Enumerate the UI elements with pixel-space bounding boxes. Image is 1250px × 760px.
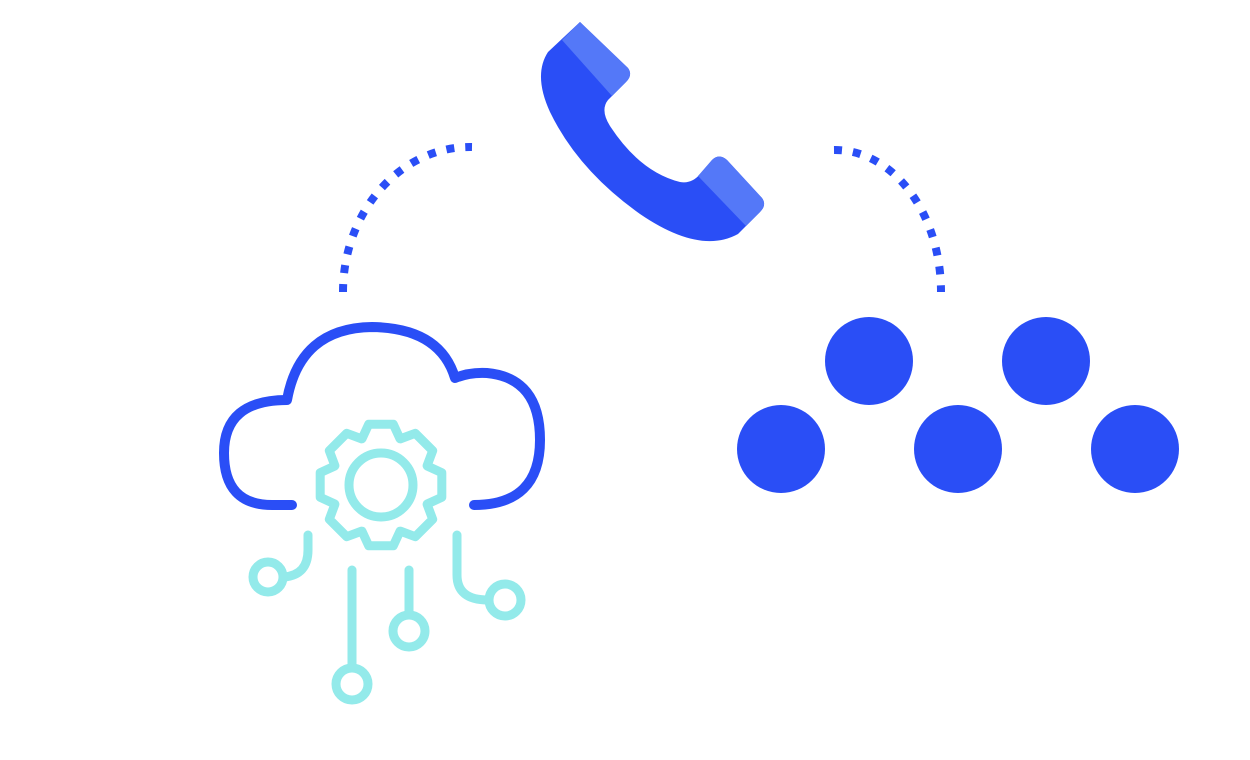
circuit-icon xyxy=(248,530,526,705)
dot xyxy=(914,405,1002,493)
phone-icon xyxy=(540,22,765,242)
dot xyxy=(1002,317,1090,405)
dotted-arc-left xyxy=(339,142,473,293)
dot xyxy=(1091,405,1179,493)
dotted-arc-right xyxy=(833,145,945,293)
cloud-icon xyxy=(219,322,545,510)
dot xyxy=(737,405,825,493)
dot xyxy=(825,317,913,405)
gear-icon xyxy=(315,419,447,551)
dots-icon xyxy=(737,317,1179,493)
